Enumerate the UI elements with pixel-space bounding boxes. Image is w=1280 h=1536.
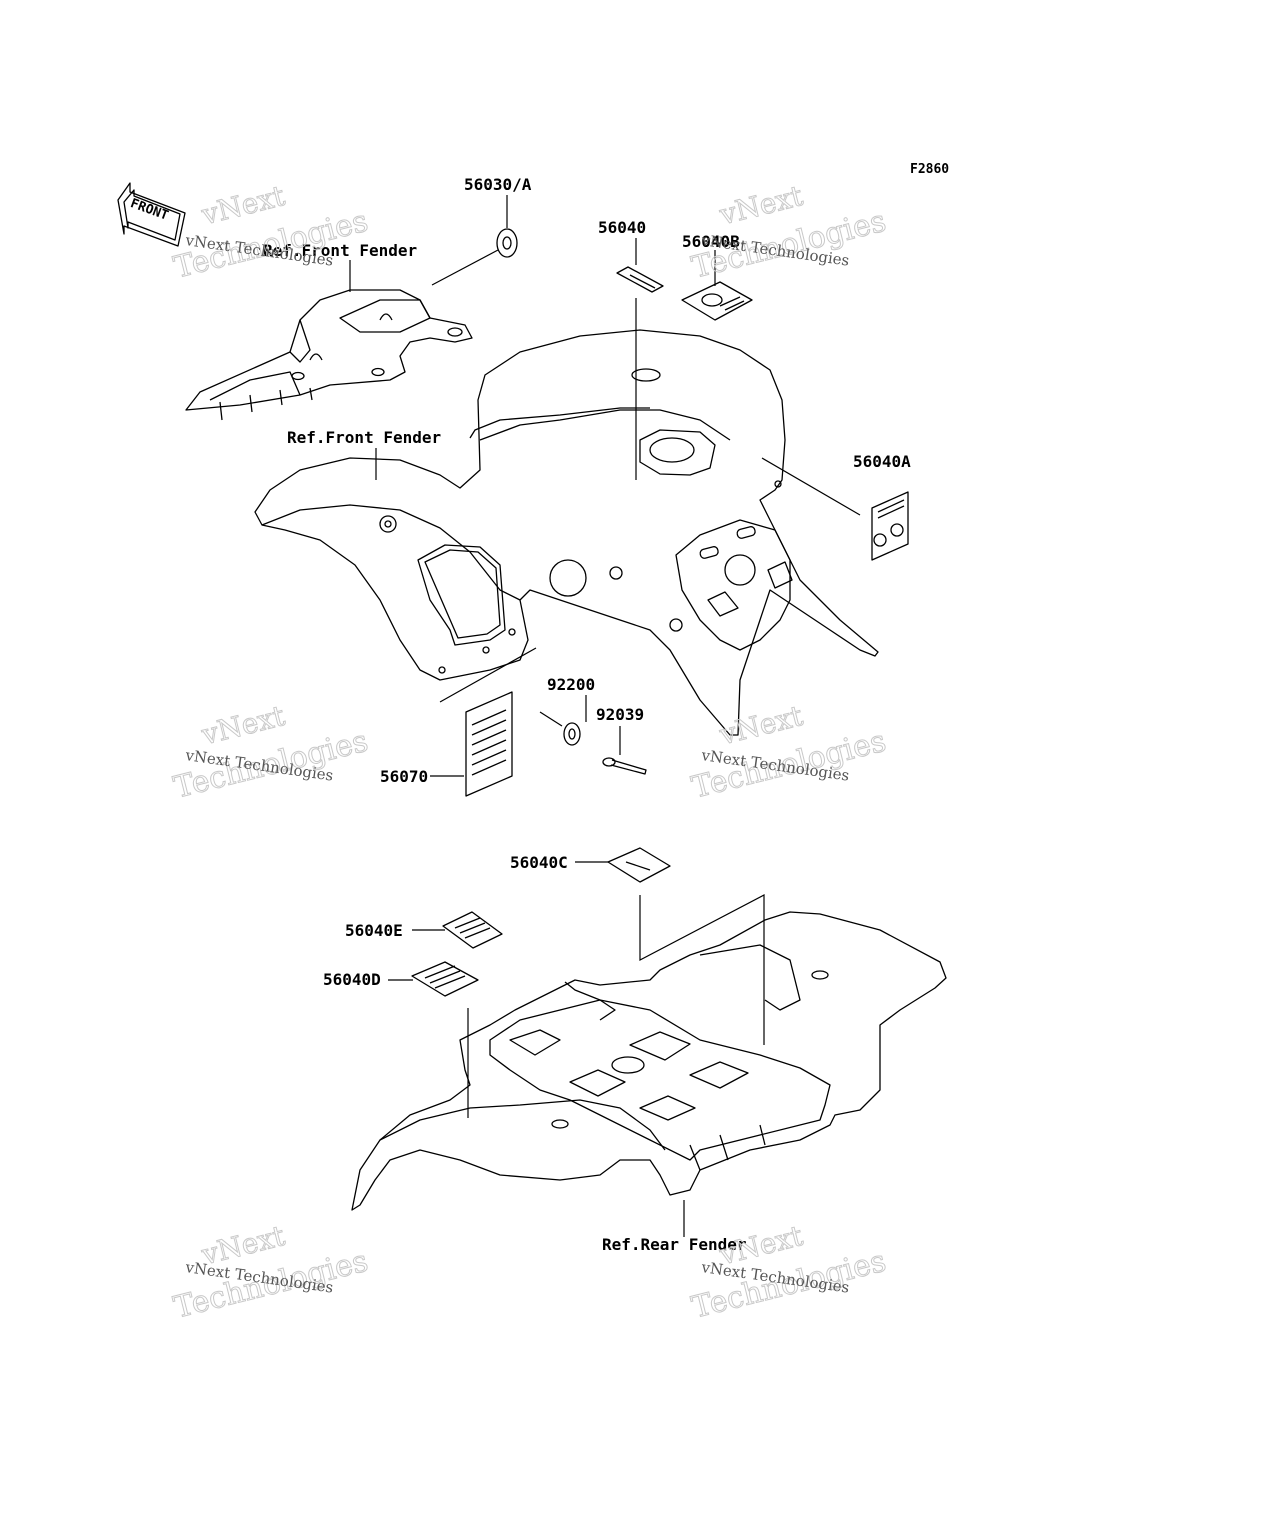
svg-text:vNext: vNext	[198, 179, 289, 232]
label-56040-part	[616, 266, 664, 293]
front-fender-cover-part	[185, 289, 473, 421]
part-label-56040e: 56040E	[345, 921, 403, 940]
ref-front-fender-mid: Ref.Front Fender	[287, 428, 441, 447]
rivet-92039-part	[602, 757, 647, 775]
part-label-56040c: 56040C	[510, 853, 568, 872]
front-arrow-icon: FRONT	[117, 182, 186, 247]
watermark: vNext Technologies	[170, 178, 372, 286]
label-56040e-part	[442, 911, 503, 949]
part-label-92039: 92039	[596, 705, 644, 724]
label-56040b-part	[681, 281, 753, 321]
label-56070-part	[465, 691, 513, 797]
label-56040d-part	[411, 961, 479, 997]
label-56040c-part	[607, 847, 671, 883]
washer-92200-part	[563, 722, 581, 746]
washer-56030-part	[496, 228, 518, 258]
svg-text:vNext: vNext	[716, 179, 807, 232]
watermark: vNext Technologies	[170, 698, 372, 806]
watermark: vNext Technologies	[688, 178, 890, 286]
part-label-56040b: 56040B	[682, 232, 740, 251]
part-label-56040: 56040	[598, 218, 646, 237]
ref-rear-fender: Ref.Rear Fender	[602, 1235, 747, 1254]
watermark: vNext Technologies	[688, 698, 890, 806]
part-label-56030a: 56030/A	[464, 175, 532, 194]
ref-front-fender-top: Ref.Front Fender	[263, 241, 417, 260]
front-fender-part	[254, 329, 879, 736]
leader-lines	[349, 195, 861, 1237]
part-label-56070: 56070	[380, 767, 428, 786]
svg-text:vNext: vNext	[716, 699, 807, 752]
part-label-92200: 92200	[547, 675, 595, 694]
part-label-56040a: 56040A	[853, 452, 911, 471]
rear-fender-part	[351, 911, 947, 1211]
front-arrow-label: FRONT	[128, 196, 170, 224]
label-56040a-part	[871, 491, 909, 561]
svg-text:vNext: vNext	[198, 699, 289, 752]
figure-code: F2860	[910, 162, 949, 177]
part-label-56040d: 56040D	[323, 970, 381, 989]
